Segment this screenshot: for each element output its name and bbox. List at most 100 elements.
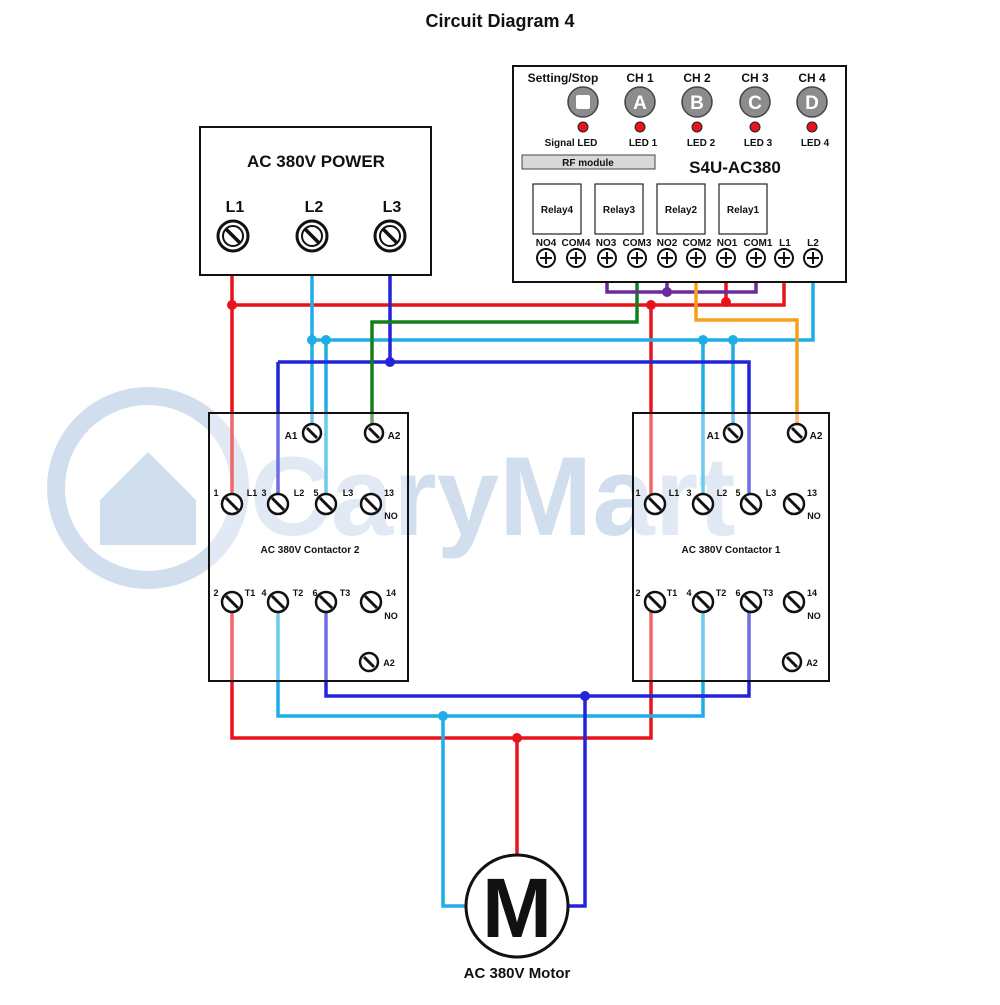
junction-dot: [438, 711, 448, 721]
terminal-label: L1: [247, 488, 258, 498]
stop-square-icon: [576, 95, 590, 109]
terminal-screw-l2: [691, 492, 715, 516]
power-terminal-l3: [373, 219, 407, 253]
wire-blue-t3-bus: [324, 605, 751, 698]
terminal-screw-13: [782, 492, 806, 516]
terminal-screw-a2: [363, 422, 385, 444]
junction-dot: [580, 691, 590, 701]
coil-label: A1: [285, 431, 298, 442]
channel-a-button[interactable]: A: [624, 86, 656, 118]
terminal-label: T1: [245, 588, 256, 598]
coil-label: A2: [806, 658, 818, 668]
led-label: LED 4: [801, 138, 830, 149]
contactor-2-screws: [220, 422, 385, 673]
led-label: LED 3: [744, 138, 773, 149]
rf-module-label: RF module: [562, 158, 614, 169]
terminal-label: L1: [669, 488, 680, 498]
wire-green-com3-to-a2: [370, 262, 639, 432]
coil-label: A2: [388, 431, 401, 442]
setting-stop-label: Setting/Stop: [528, 71, 599, 85]
terminal-screw-t3: [314, 590, 338, 614]
junction-dot: [698, 335, 708, 345]
contactor-1-screws: [643, 422, 808, 673]
terminal-screw-com3: [627, 248, 647, 268]
terminal-screw-t1: [643, 590, 667, 614]
junction-dot: [307, 335, 317, 345]
terminal-number: 1: [213, 488, 218, 498]
signal-led-icon: [577, 121, 589, 133]
terminal-screw-a2: [786, 422, 808, 444]
controller-terminal-label: COM3: [623, 238, 652, 249]
power-terminal-l2: [295, 219, 329, 253]
controller-terminal-label: NO4: [536, 238, 557, 249]
channel-label: CH 4: [798, 71, 826, 85]
watermark-logo-ring: [47, 387, 249, 589]
terminal-label: L3: [343, 488, 354, 498]
terminal-screw-l2: [266, 492, 290, 516]
terminal-number: 5: [735, 488, 740, 498]
contactor-2-box: [208, 412, 409, 682]
terminal-label: T3: [763, 588, 774, 598]
wire-cyan-t2-bus: [276, 605, 705, 718]
controller-model-label: S4U-AC380: [689, 158, 781, 177]
setting-stop-button[interactable]: [567, 86, 599, 118]
junction-dot: [646, 300, 656, 310]
no-label: NO: [807, 511, 821, 521]
relay-3: [594, 183, 644, 235]
motor-label: AC 380V Motor: [464, 965, 571, 982]
contactor-2: AC 380V Contactor 2 A1 A2 1 3 5 13 L1 L2…: [208, 412, 409, 682]
terminal-screw-t1: [220, 590, 244, 614]
led-2-icon: [691, 121, 703, 133]
led-label: LED 2: [687, 138, 716, 149]
terminal-screw-no1: [716, 248, 736, 268]
diagram-title: Circuit Diagram 4: [425, 11, 574, 31]
controller-terminal-label: COM4: [562, 238, 591, 249]
junction-dot: [721, 297, 731, 307]
terminal-screw-com4: [566, 248, 586, 268]
terminal-number: 6: [312, 588, 317, 598]
terminal-number: 1: [635, 488, 640, 498]
terminal-screw-t2: [691, 590, 715, 614]
junction-dots: [227, 287, 738, 743]
rf-module: [521, 154, 656, 170]
channel-b-button[interactable]: B: [681, 86, 713, 118]
terminal-number: 13: [807, 488, 817, 498]
terminal-number: 2: [635, 588, 640, 598]
relay-2: [656, 183, 706, 235]
channel-d-button[interactable]: D: [796, 86, 828, 118]
terminal-label: T3: [340, 588, 351, 598]
terminal-number: 5: [313, 488, 318, 498]
controller-terminal-label: L2: [807, 238, 819, 249]
relay-label: Relay4: [541, 205, 574, 216]
signal-led-label: Signal LED: [545, 138, 598, 149]
power-terminal-l1: [216, 219, 250, 253]
wire-blue-bus-to-contactor1-l3: [278, 360, 751, 508]
button-letter: C: [748, 93, 762, 114]
junction-dot: [728, 335, 738, 345]
terminal-label: L3: [766, 488, 777, 498]
led-3-icon: [749, 121, 761, 133]
channel-label: CH 2: [683, 71, 711, 85]
terminal-label: L2: [717, 488, 728, 498]
terminal-number: 14: [807, 588, 817, 598]
terminal-screw-no4: [536, 248, 556, 268]
controller-terminal-label: L1: [779, 238, 791, 249]
no-label: NO: [384, 511, 398, 521]
wire-orange-com2-to-a2: [694, 262, 799, 432]
watermark: CaryMart: [47, 387, 736, 589]
terminal-screw-com2: [686, 248, 706, 268]
terminal-number: 14: [386, 588, 396, 598]
terminal-screw-a1: [301, 422, 323, 444]
terminal-number: 3: [686, 488, 691, 498]
led-1-icon: [634, 121, 646, 133]
terminal-screw-13: [359, 492, 383, 516]
terminal-screw-no3: [597, 248, 617, 268]
power-supply: AC 380V POWER L1 L2 L3: [199, 126, 432, 276]
no-label: NO: [807, 611, 821, 621]
led-label: LED 1: [629, 138, 658, 149]
controller-board: Setting/Stop CH 1 CH 2 CH 3 CH 4 A B C D: [512, 65, 847, 283]
controller-terminals: [536, 248, 823, 268]
terminal-screw-bottom-a2: [358, 651, 380, 673]
channel-c-button[interactable]: C: [739, 86, 771, 118]
